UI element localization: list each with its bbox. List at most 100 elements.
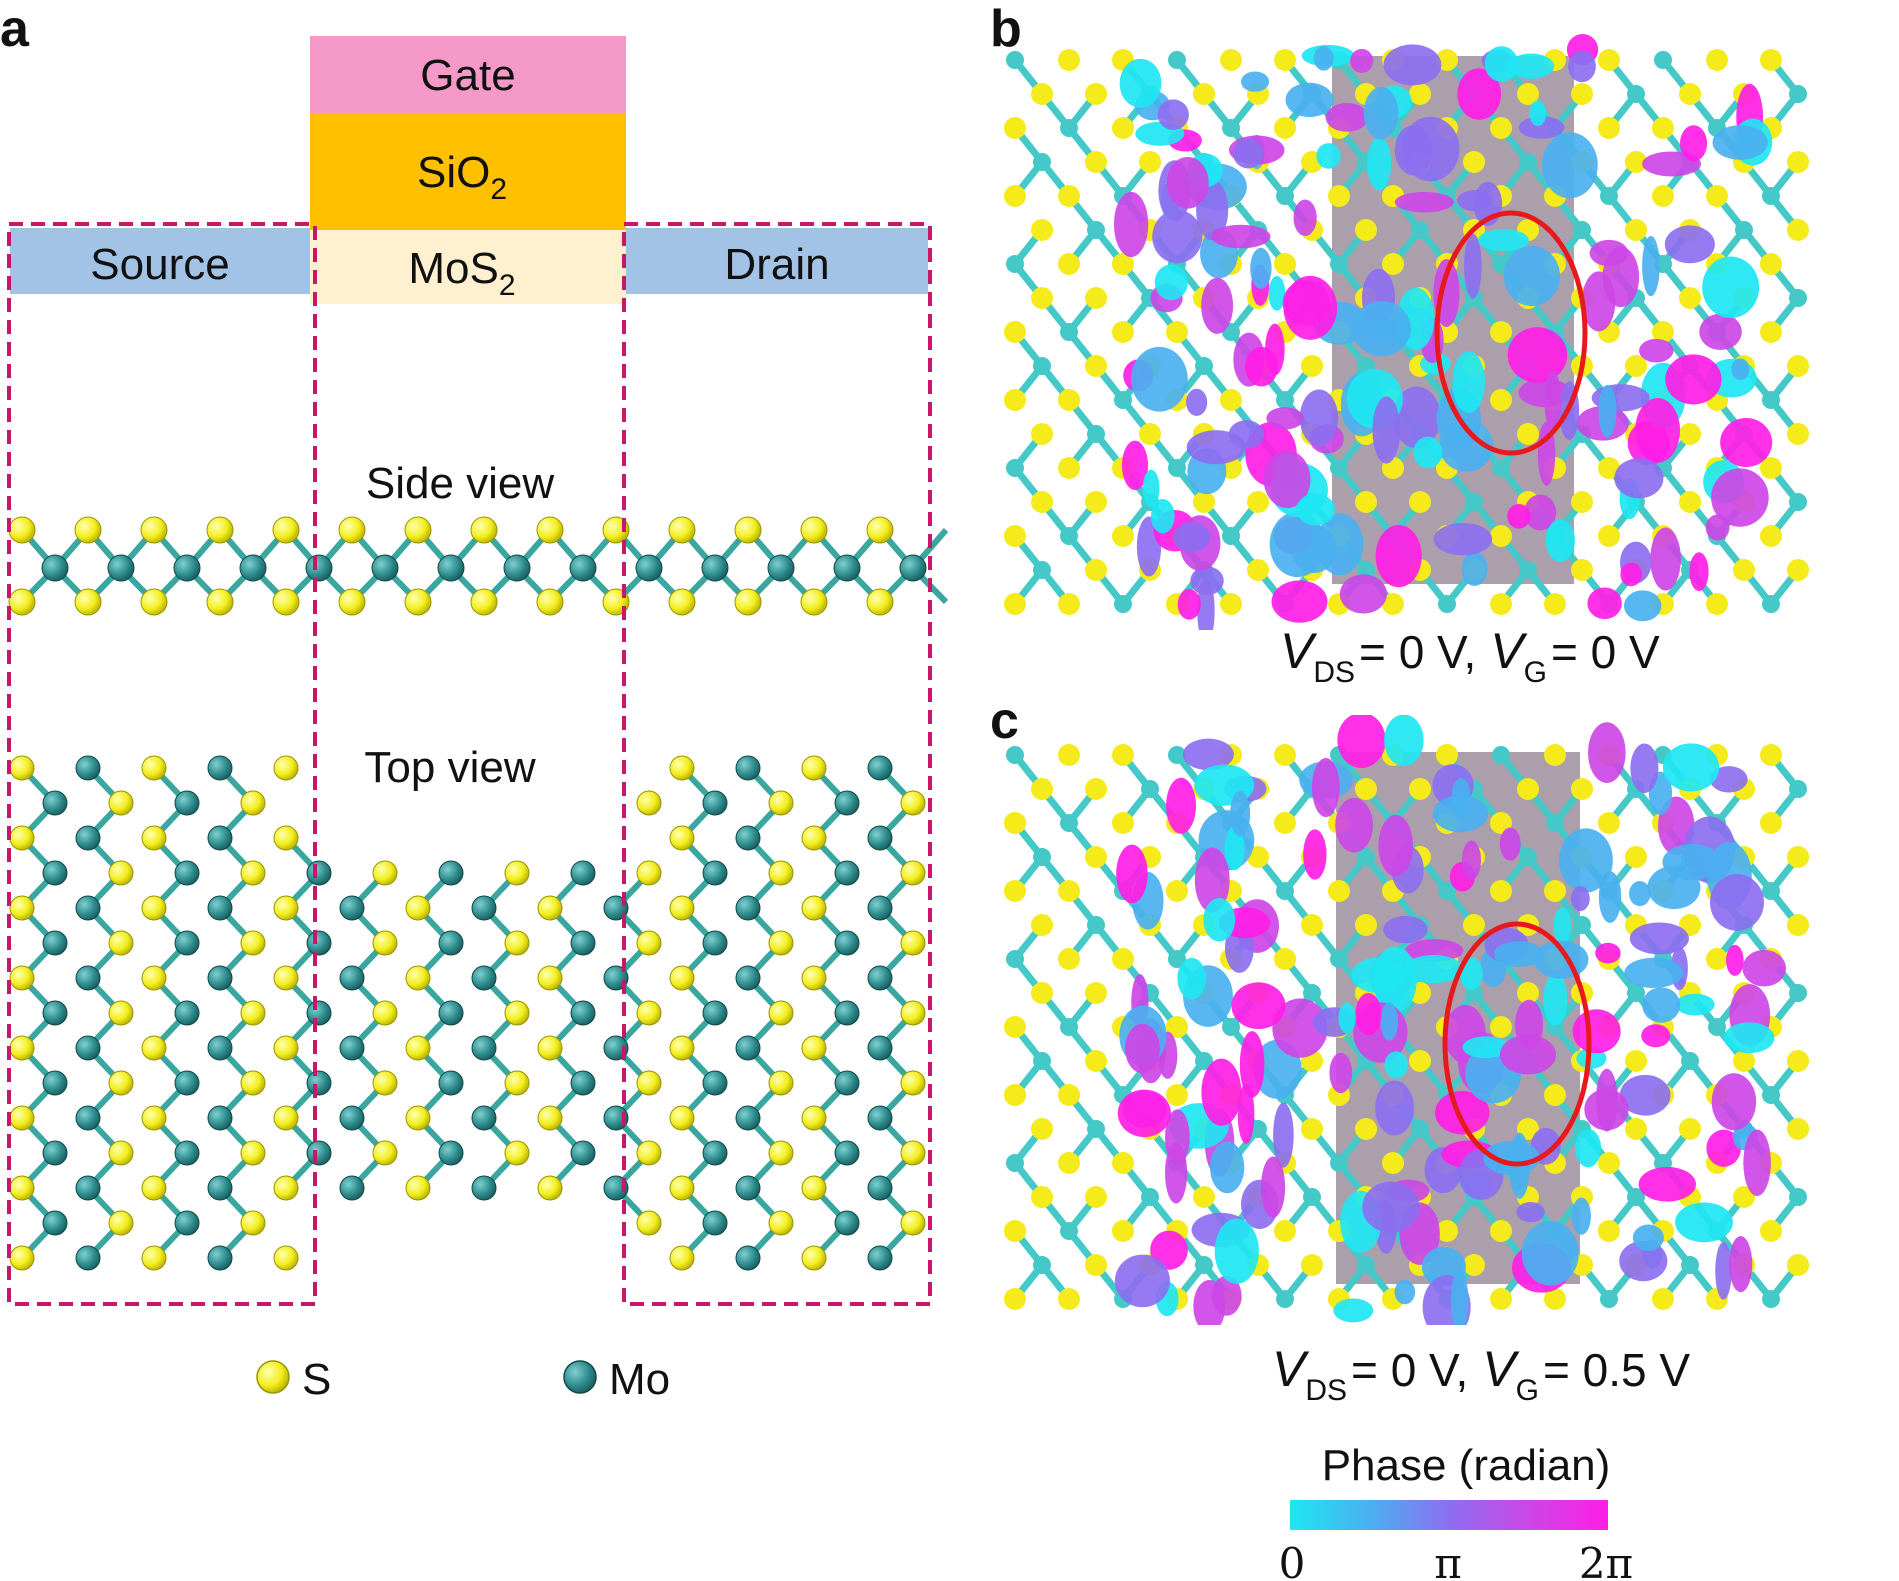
top-molybdenum-atom (570, 860, 596, 886)
sulfur-atom (1058, 185, 1080, 207)
top-sulfur-atom (768, 1140, 794, 1166)
wavefunction-lobe (1575, 1128, 1602, 1168)
wavefunction-lobe (1461, 840, 1482, 880)
side-sulfur-atom (470, 516, 498, 544)
top-sulfur-atom (900, 860, 926, 886)
top-sulfur-atom (537, 1175, 563, 1201)
panel-c: c VDS= 0 V,VG= 0.5 V (990, 692, 1809, 1407)
sulfur-atom (1679, 287, 1701, 309)
wavefunction-lobe (1499, 1034, 1556, 1075)
wavefunction-lobe (1392, 386, 1441, 449)
side-sulfur-atom (338, 516, 366, 544)
top-sulfur-atom (108, 930, 134, 956)
wavefunction-lobe (1194, 847, 1230, 913)
panel-b-letter: b (990, 0, 1022, 58)
colorbar-tick-pi: π (1434, 1539, 1462, 1581)
top-sulfur-atom (240, 1140, 266, 1166)
side-sulfur-atom (866, 516, 894, 544)
wavefunction-lobe (1518, 116, 1565, 139)
sulfur-atom (1220, 389, 1242, 411)
side-sulfur-atom (338, 588, 366, 616)
wavefunction-lobe (1629, 881, 1651, 907)
sulfur-atom (1382, 593, 1404, 615)
top-sulfur-atom (537, 1035, 563, 1061)
molybdenum-atom (1195, 357, 1213, 375)
sulfur-atom (1787, 1254, 1809, 1276)
top-sulfur-atom (141, 1105, 167, 1131)
top-sulfur-atom (9, 1105, 35, 1131)
molybdenum-atom (1735, 221, 1753, 239)
side-sulfur-atom (8, 588, 36, 616)
wavefunction-lobe (1245, 346, 1278, 387)
side-sulfur-atom (272, 516, 300, 544)
wavefunction-lobe (1720, 418, 1773, 468)
wavefunction-lobe (1119, 58, 1162, 108)
top-molybdenum-atom (174, 1210, 200, 1236)
wavefunction-lobe (1432, 795, 1489, 833)
wavefunction-lobe (1177, 957, 1206, 1000)
side-molybdenum-atom (239, 554, 267, 582)
sulfur-atom (1679, 491, 1701, 513)
molybdenum-atom (1303, 1188, 1321, 1206)
sulfur-atom (1760, 253, 1782, 275)
sulfur-atom (1058, 948, 1080, 970)
side-sulfur-atom (74, 516, 102, 544)
top-molybdenum-atom (735, 1175, 761, 1201)
sulfur-atom (1247, 559, 1269, 581)
top-sulfur-atom (636, 860, 662, 886)
wavefunction-lobe (1699, 313, 1742, 351)
wavefunction-lobe (1394, 125, 1433, 176)
top-molybdenum-atom (735, 1105, 761, 1131)
wavefunction-lobe (1457, 189, 1494, 212)
sulfur-atom (1760, 744, 1782, 766)
wavefunction-lobe (1545, 519, 1575, 562)
molybdenum-atom (1330, 950, 1348, 968)
molybdenum-atom (1330, 1154, 1348, 1172)
top-view-lattice (9, 755, 926, 1271)
sulfur-atom (1193, 491, 1215, 513)
sulfur-atom (1544, 880, 1566, 902)
top-sulfur-atom (504, 860, 530, 886)
top-sulfur-atom (9, 1245, 35, 1271)
wavefunction-lobe (1363, 87, 1399, 140)
top-sulfur-atom (504, 1070, 530, 1096)
wavefunction-lobe (1339, 574, 1387, 614)
molybdenum-atom (1762, 882, 1780, 900)
wavefunction-lobe (1384, 1051, 1408, 1079)
molybdenum-atom (1492, 746, 1510, 764)
top-sulfur-atom (9, 895, 35, 921)
sulfur-atom (1598, 117, 1620, 139)
molybdenum-atom (1438, 595, 1456, 613)
wavefunction-lobe (1598, 871, 1622, 923)
top-molybdenum-atom (339, 1035, 365, 1061)
top-sulfur-atom (768, 790, 794, 816)
panel-b-bias-label: VDS= 0 V,VG= 0 V (1280, 623, 1660, 689)
wavefunction-lobe (1675, 1202, 1733, 1243)
molybdenum-atom (1600, 187, 1618, 205)
top-sulfur-atom (801, 1105, 827, 1131)
top-molybdenum-atom (570, 1140, 596, 1166)
sulfur-atom (1355, 914, 1377, 936)
wavefunction-lobe (1380, 1002, 1399, 1041)
top-sulfur-atom (636, 1140, 662, 1166)
sulfur-atom (1139, 423, 1161, 445)
top-sulfur-atom (537, 895, 563, 921)
top-molybdenum-atom (207, 1035, 233, 1061)
top-sulfur-atom (108, 1210, 134, 1236)
sulfur-atom (1787, 151, 1809, 173)
wavefunction-lobe (1283, 275, 1338, 340)
molybdenum-atom (1168, 459, 1186, 477)
top-molybdenum-atom (834, 1000, 860, 1026)
wavefunction-lobe (1570, 886, 1590, 912)
sulfur-atom (1247, 491, 1269, 513)
wavefunction-lobe (1203, 897, 1236, 942)
sulfur-atom (1355, 778, 1377, 800)
sulfur-atom (1679, 83, 1701, 105)
top-sulfur-atom (240, 860, 266, 886)
top-molybdenum-atom (75, 1245, 101, 1271)
wavefunction-lobe (1433, 522, 1493, 556)
wavefunction-lobe (1237, 1083, 1255, 1144)
sulfur-atom (1625, 219, 1647, 241)
sulfur-atom (1274, 744, 1296, 766)
molybdenum-atom (1357, 1256, 1375, 1274)
